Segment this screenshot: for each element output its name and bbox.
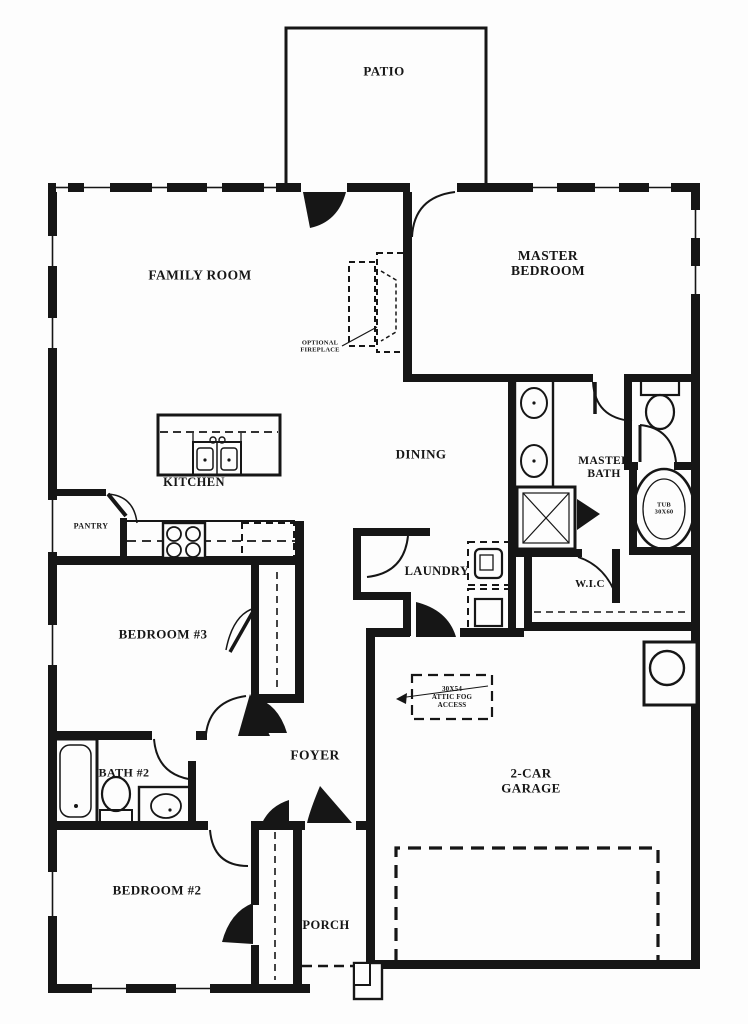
dryer-icon [467, 588, 511, 633]
garage-line2: GARAGE [501, 780, 561, 795]
garage-entry-door [416, 602, 456, 637]
closet-rods [274, 572, 278, 980]
bedroom3-closet-door-arc [225, 607, 256, 651]
porch-details [302, 961, 384, 1001]
bath2-toilet-icon [100, 775, 132, 813]
patio-label: PATIO [363, 63, 405, 79]
garage-door-dashed [394, 846, 660, 962]
shower-icon [515, 485, 577, 551]
master-bath-fixtures [513, 378, 696, 551]
bath2-fixtures [52, 737, 192, 825]
washer-icon [467, 541, 511, 586]
vanity-sink-icon [520, 444, 548, 478]
master-bath-line1: MASTER [578, 455, 630, 468]
attic-access-box [410, 673, 494, 721]
window-marks [48, 183, 700, 993]
hall-closet-door [253, 697, 287, 733]
pantry-label: PANTRY [73, 521, 109, 531]
doors [106, 183, 677, 944]
master-bedroom-line1: MASTER [517, 247, 579, 263]
tub-note-line2: 30X60 [654, 509, 674, 516]
kitchen-island [156, 413, 282, 477]
tub-note: TUB 30X60 [655, 502, 674, 517]
fireplace-note-line1: OPTIONAL [301, 339, 339, 347]
fireplace-optional [341, 252, 405, 353]
bath2-tub-icon [52, 737, 99, 825]
bedroom2-closet-door [222, 903, 253, 944]
kitchen-fixtures [127, 413, 295, 560]
foyer-label: FOYER [290, 747, 340, 763]
patio-outline [284, 26, 488, 188]
vanity-counter [513, 378, 555, 489]
master-patio-door-arc [411, 191, 456, 238]
garage-label: 2-CAR GARAGE [501, 766, 560, 795]
pantry-door-leaf [106, 492, 128, 518]
laundry-door-arc [366, 535, 409, 578]
bedroom3-door-arc [205, 695, 247, 735]
fireplace-leader-line [341, 326, 378, 347]
fireplace-note: OPTIONAL FIREPLACE [300, 340, 339, 355]
foyer-closet-door [262, 800, 289, 823]
master-bedroom-label: MASTER BEDROOM [511, 248, 585, 278]
master-bath-label: MASTER BATH [578, 455, 630, 481]
tub-icon [632, 467, 696, 551]
attic-arrow [396, 693, 407, 704]
toilet-icon [639, 378, 681, 397]
kitchen-label: KITCHEN [163, 475, 225, 489]
patio-door [303, 192, 346, 228]
attic-note-line2: ATTIC FOG [431, 692, 473, 701]
laundry-fixtures [467, 541, 511, 633]
bedroom3-label: BEDROOM #3 [118, 626, 208, 642]
attic-note-line1: 30X54 [441, 684, 463, 693]
refrigerator-icon [241, 522, 295, 559]
garage-fixtures [394, 640, 699, 962]
garage-line1: 2-CAR [510, 765, 552, 781]
master-bath-line2: BATH [587, 468, 621, 480]
pantry-door-arc [107, 493, 138, 524]
bath2-label: BATH #2 [98, 765, 150, 780]
toilet-room-door-arc [639, 424, 677, 463]
bath2-sink-icon [150, 793, 182, 819]
patio-door-opening [301, 183, 347, 192]
dining-label: DINING [395, 446, 447, 462]
front-door [307, 786, 352, 823]
bedroom3-closet-door-leaf [228, 607, 257, 653]
laundry-label: LAUNDRY [404, 564, 470, 578]
bath2-door-arc [153, 738, 196, 781]
bedroom2-label: BEDROOM #2 [112, 882, 202, 898]
fireplace-note-line2: FIREPLACE [300, 347, 340, 354]
tub-note-line1: TUB [657, 501, 671, 509]
wic-label: W.I.C [575, 577, 605, 590]
bedroom2-door-arc [209, 829, 249, 867]
attic-access-note: 30X54 ATTIC FOG ACCESS [432, 685, 472, 709]
family-room-label: FAMILY ROOM [148, 267, 252, 283]
attic-leader-line [398, 685, 489, 699]
interior-walls [48, 183, 700, 993]
wic-door-arc [577, 556, 618, 599]
bath2-vanity [137, 785, 192, 825]
porch-label: PORCH [302, 918, 350, 932]
master-patio-door-opening [410, 183, 457, 192]
attic-note-line3: ACCESS [437, 701, 467, 710]
shower-door [577, 499, 600, 530]
vanity-sink-icon [520, 387, 548, 419]
master-bedroom-line2: BEDROOM [510, 263, 586, 278]
